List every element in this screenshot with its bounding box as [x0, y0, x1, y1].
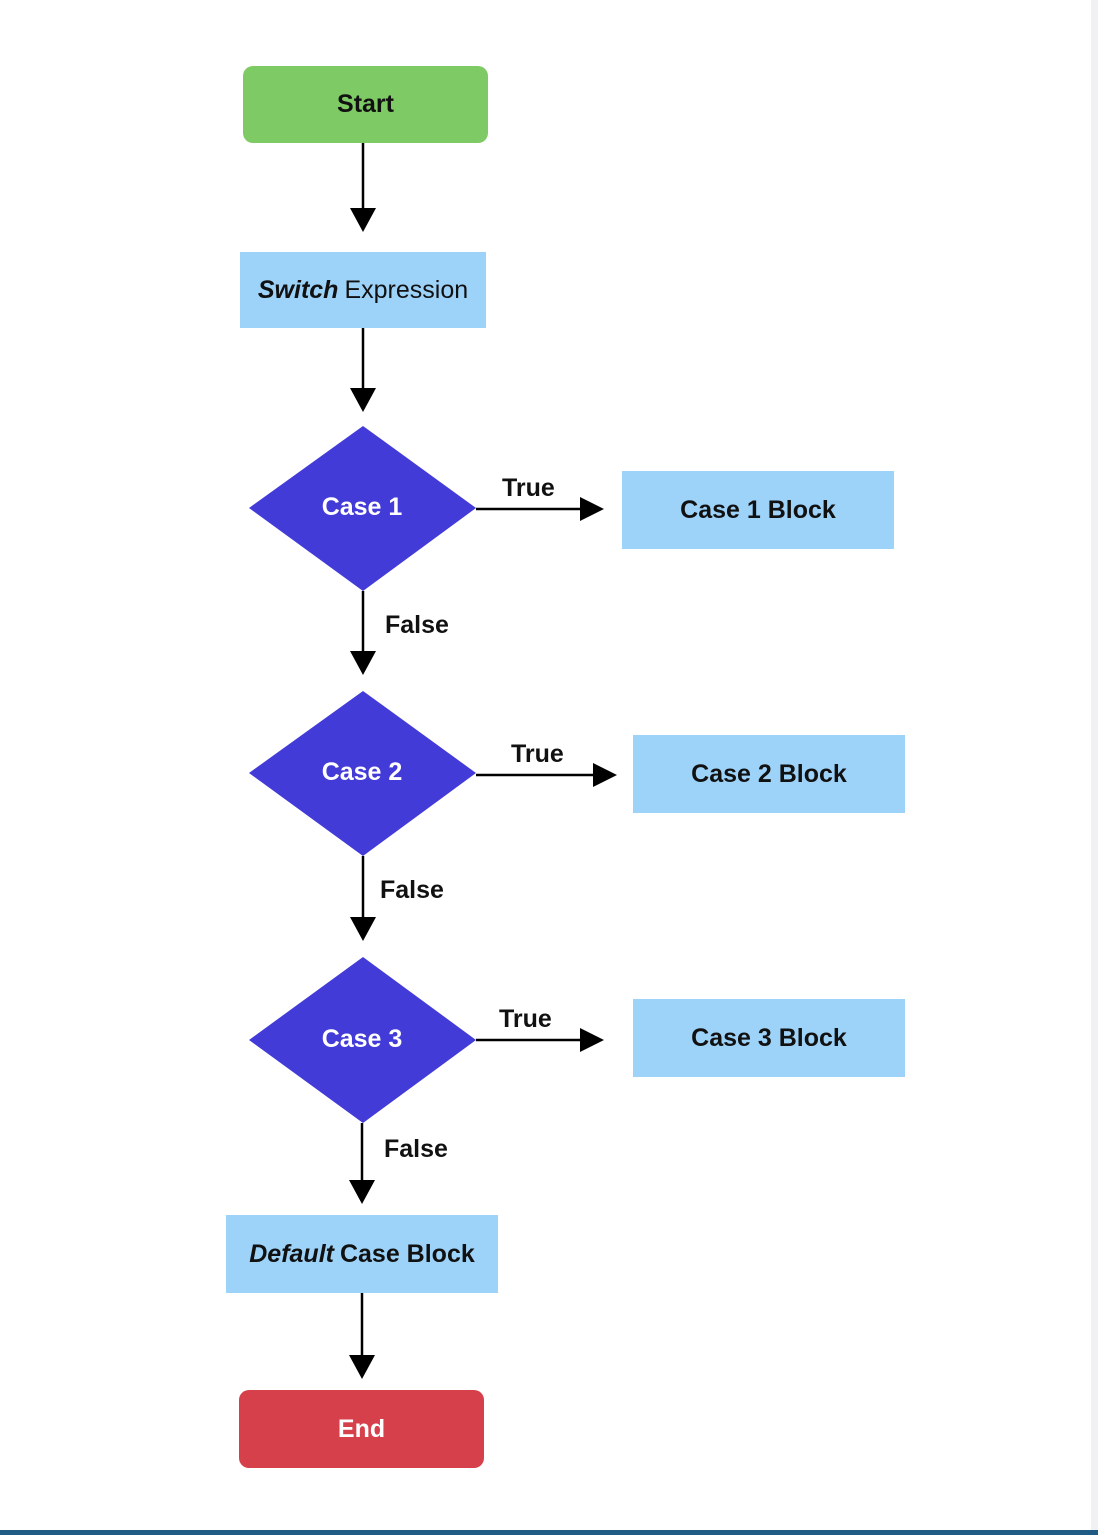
- case-2-false-label: False: [380, 876, 444, 904]
- case-3-false-label: False: [384, 1135, 448, 1163]
- arrowhead-case-3-block: [580, 1028, 604, 1052]
- case-3-block-label: Case 3 Block: [691, 1023, 847, 1052]
- case-3-diamond: [249, 957, 476, 1123]
- arrowhead-case-1: [350, 388, 376, 412]
- case-1-diamond: [249, 426, 476, 591]
- arrowhead-switch: [350, 208, 376, 232]
- end-node: End: [239, 1390, 484, 1468]
- switch-keyword: Switch: [257, 275, 339, 304]
- start-label: Start: [337, 90, 394, 118]
- switch-expression-label: Expression: [344, 275, 469, 304]
- case-3-label: Case 3: [321, 1025, 403, 1053]
- case-3-true-label: True: [499, 1005, 552, 1033]
- arrowhead-end: [349, 1355, 375, 1379]
- arrowhead-case-1-block: [580, 497, 604, 521]
- case-2-block-node: Case 2 Block: [633, 735, 905, 813]
- bottom-border-bar: [0, 1530, 1098, 1535]
- case-1-false-label: False: [385, 611, 449, 639]
- start-node: Start: [243, 66, 488, 143]
- case-2-label: Case 2: [321, 758, 403, 786]
- arrowhead-case-3: [350, 917, 376, 941]
- default-keyword: Default: [249, 1239, 334, 1268]
- arrowhead-case-2: [350, 651, 376, 675]
- case-2-diamond: [249, 691, 476, 856]
- case-2-block-label: Case 2 Block: [691, 759, 847, 788]
- case-1-label: Case 1: [321, 493, 403, 521]
- default-case-block-label: Case Block: [339, 1239, 475, 1268]
- case-3-block-node: Case 3 Block: [633, 999, 905, 1077]
- arrowhead-default: [349, 1180, 375, 1204]
- case-1-block-node: Case 1 Block: [622, 471, 894, 549]
- case-2-true-label: True: [511, 740, 564, 768]
- case-1-true-label: True: [502, 474, 555, 502]
- arrowhead-case-2-block: [593, 763, 617, 787]
- right-edge-strip: [1091, 0, 1098, 1530]
- end-label: End: [337, 1414, 386, 1443]
- case-1-block-label: Case 1 Block: [680, 495, 836, 524]
